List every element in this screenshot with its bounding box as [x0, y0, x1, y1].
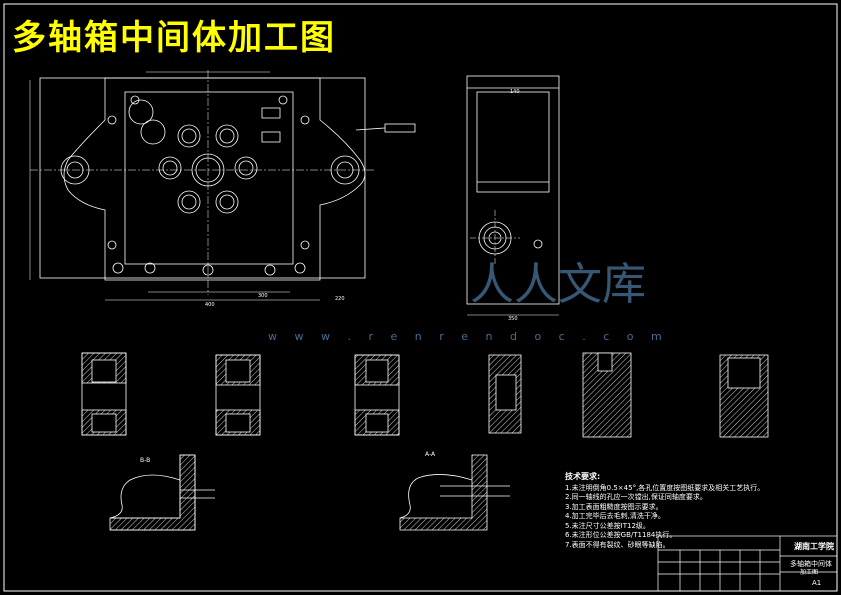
sheet-border [3, 3, 838, 592]
title-block-sheet: A1 [812, 579, 822, 587]
note-item: 7.表面不得有裂纹、砂眼等缺陷。 [565, 540, 670, 549]
main-dim-400: 400 [205, 302, 215, 308]
title-block-school: 湖南工学院 [794, 542, 834, 551]
section-bb [109, 454, 215, 531]
note-item: 2.同一轴线的孔应一次镗出,保证同轴度要求。 [565, 493, 707, 501]
title-block [657, 535, 838, 592]
main-dim-220: 220 [335, 296, 345, 302]
side-view [466, 75, 560, 316]
note-item: 3.加工表面粗糙度按图示要求。 [565, 502, 663, 511]
drawing-title: 多轴箱中间体加工图 [12, 18, 336, 58]
note-item: 6.未注形位公差按GB/T1184执行。 [565, 531, 677, 539]
side-dim-140: 140 [510, 89, 520, 95]
main-dim-300: 300 [258, 293, 268, 299]
main-view [29, 70, 416, 301]
note-item: 5.未注尺寸公差按IT12级。 [565, 521, 650, 530]
watermark-brand: 人人文库 [470, 259, 646, 310]
label-bb: B-B [140, 457, 150, 464]
side-dim-350: 350 [508, 316, 518, 322]
technical-notes: 技术要求: 1.未注明倒角0.5×45°,各孔位置度按图纸要求及相关工艺执行。 … [565, 472, 764, 550]
label-aa: A-A [425, 451, 436, 458]
title-block-part-name: 多轴箱中间体 [790, 560, 832, 568]
title-block-type: 加工图 [800, 569, 819, 576]
notes-heading: 技术要求: [565, 472, 601, 481]
note-item: 4.加工完毕后去毛刺,清洗干净。 [565, 512, 665, 520]
note-item: 1.未注明倒角0.5×45°,各孔位置度按图纸要求及相关工艺执行。 [565, 483, 765, 492]
watermark-url: w w w . r e n r e n d o c . c o m [268, 330, 669, 343]
section-details [81, 352, 769, 438]
section-aa [399, 454, 510, 531]
